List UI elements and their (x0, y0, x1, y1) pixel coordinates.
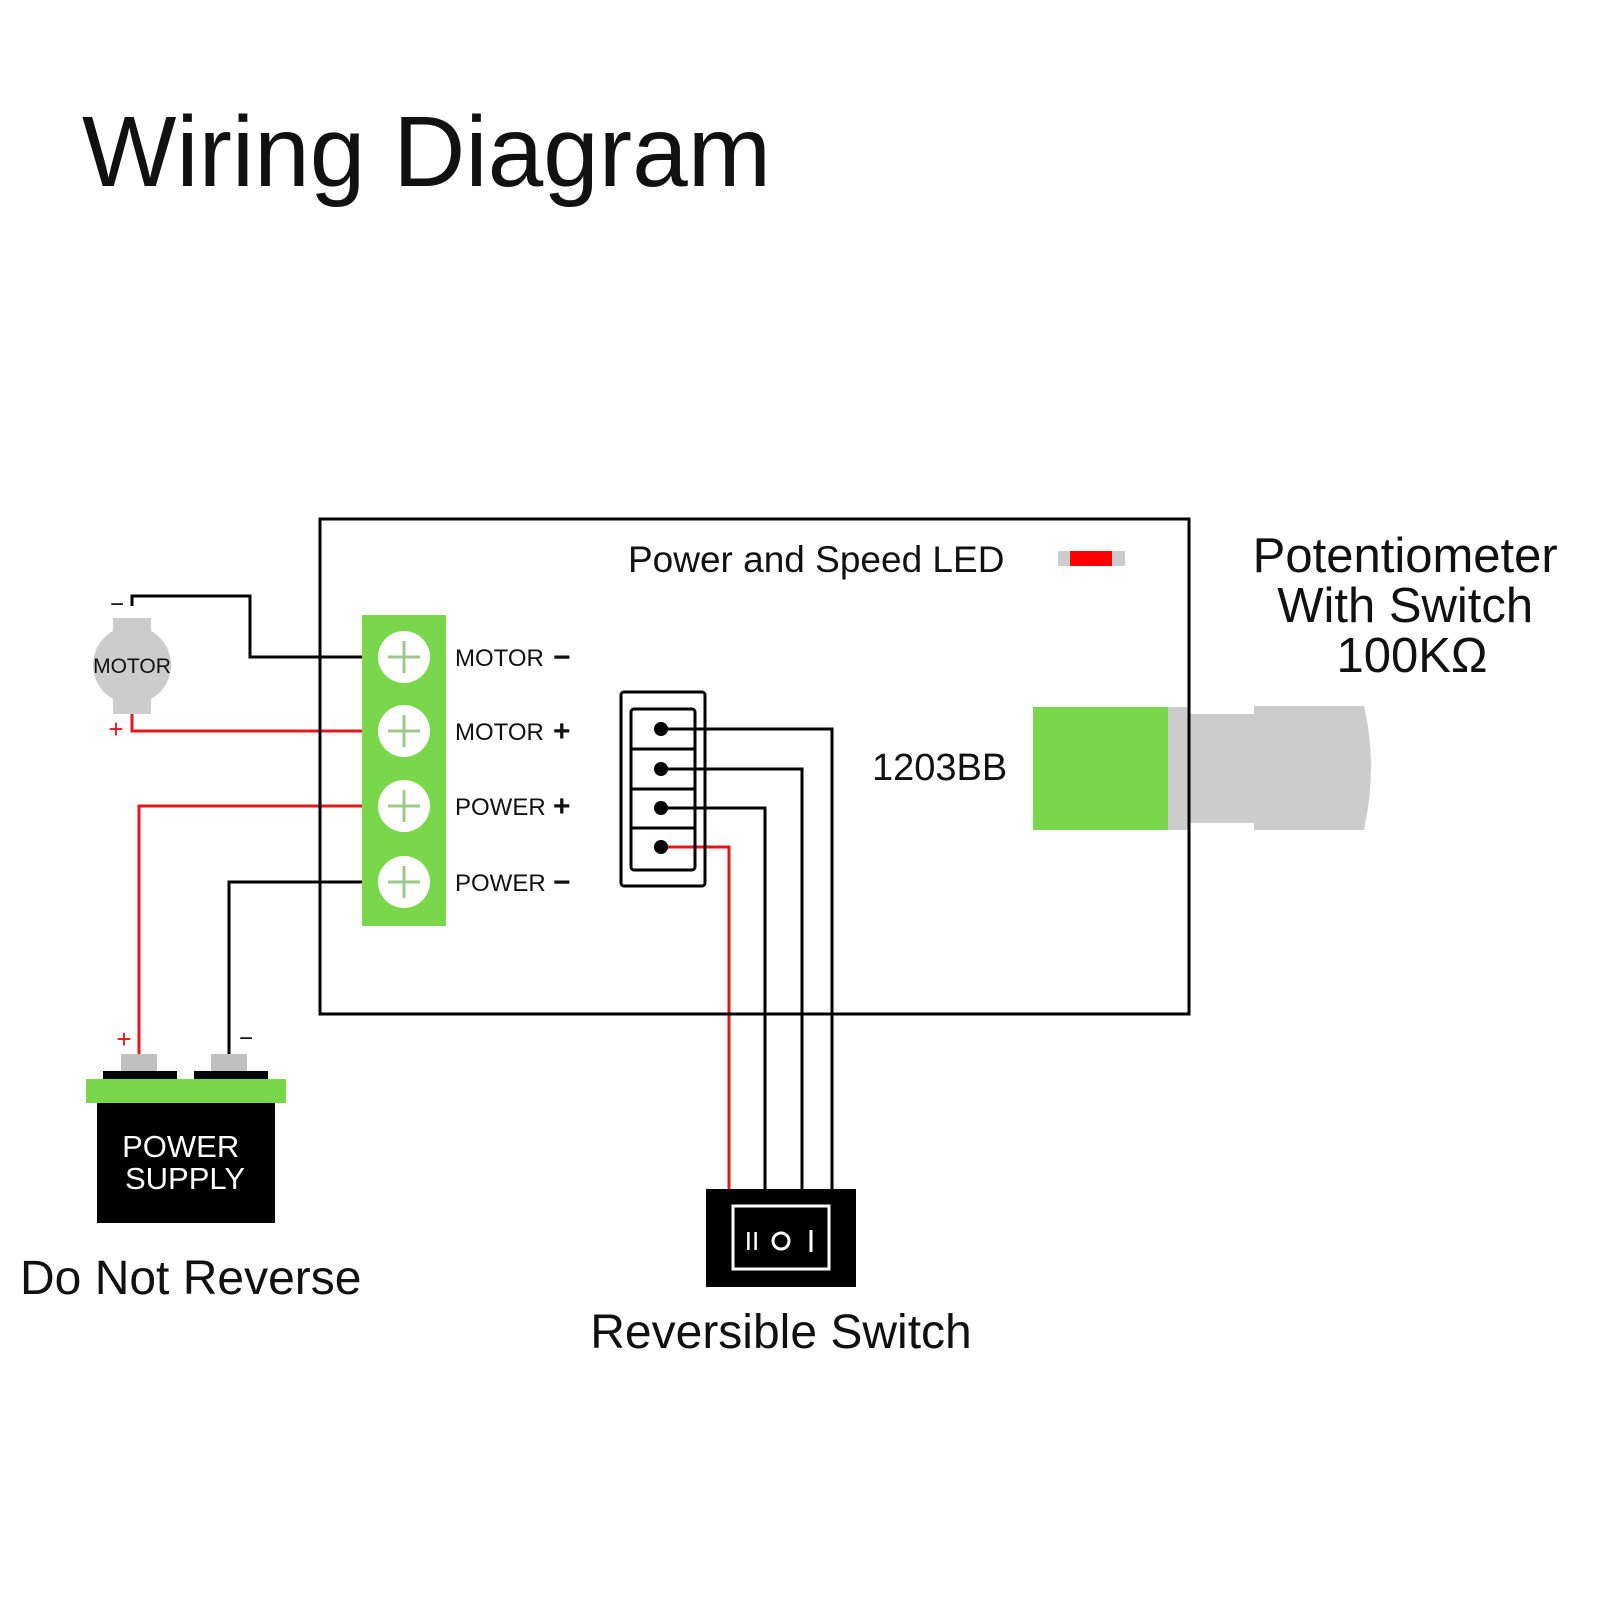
terminal-sign: − (553, 641, 571, 674)
wire-power-plus (137, 804, 362, 1060)
terminal-label: MOTOR (455, 645, 544, 672)
led-label: Power and Speed LED (628, 539, 1004, 580)
power-supply: POWER SUPPLY (86, 1054, 286, 1223)
switch-caption: Reversible Switch (590, 1306, 971, 1359)
potentiometer (1033, 706, 1371, 830)
wire-power-minus (227, 880, 362, 1060)
page-title: Wiring Diagram (82, 96, 771, 208)
potentiometer-label-line1: Potentiometer (1253, 529, 1558, 583)
terminal-sign: + (553, 715, 571, 748)
motor: MOTOR (93, 618, 171, 714)
connector-pin (654, 762, 668, 776)
screw-cross-icon (388, 866, 420, 898)
terminal-label: POWER (455, 870, 546, 897)
screw-cross-icon (388, 790, 420, 822)
terminal-power-minus: POWER− (378, 856, 571, 908)
switch-symbol-reverse: II (745, 1226, 759, 1256)
screw-cross-icon (388, 641, 420, 673)
power-plus-sign: + (116, 1024, 131, 1054)
connector-pin (654, 840, 668, 854)
wire-connector-pin-3 (661, 806, 767, 1190)
speed-connector (619, 690, 707, 888)
terminal-motor-minus: MOTOR− (378, 631, 571, 683)
wire-connector-pin-4 (661, 845, 731, 1190)
wire-connector-pin-2 (661, 767, 804, 1190)
wire-connector-pin-1 (661, 727, 834, 1190)
power-supply-label: POWER SUPPLY (122, 1129, 248, 1196)
board-model: 1203BB (872, 747, 1007, 789)
power-minus-sign: − (239, 1025, 253, 1052)
screw-cross-icon (388, 715, 420, 747)
terminal-power-plus: POWER + (378, 780, 571, 832)
terminal-sign: + (553, 790, 571, 823)
switch-symbol-off-icon (771, 1231, 791, 1251)
power-supply-label-line2: SUPPLY (125, 1161, 245, 1196)
terminal-label: POWER (455, 794, 546, 821)
led-icon (1058, 551, 1125, 566)
power-supply-caption: Do Not Reverse (20, 1252, 361, 1305)
motor-minus-sign: − (110, 591, 124, 618)
terminal-sign: − (553, 866, 571, 899)
motor-label: MOTOR (93, 655, 171, 678)
terminal-label: MOTOR (455, 719, 544, 746)
potentiometer-label-line2: With Switch (1277, 579, 1533, 633)
motor-plus-sign: + (108, 714, 123, 744)
terminal-motor-plus: MOTOR + (378, 705, 571, 757)
reversible-switch: II (706, 1189, 856, 1287)
power-supply-label-line1: POWER (122, 1129, 239, 1164)
potentiometer-label: Potentiometer With Switch 100KΩ (1253, 529, 1572, 683)
wire-motor-minus (130, 594, 362, 659)
wire-motor-plus (130, 712, 362, 733)
connector-pin (654, 801, 668, 815)
connector-pin (654, 722, 668, 736)
potentiometer-label-line3: 100KΩ (1336, 629, 1487, 683)
